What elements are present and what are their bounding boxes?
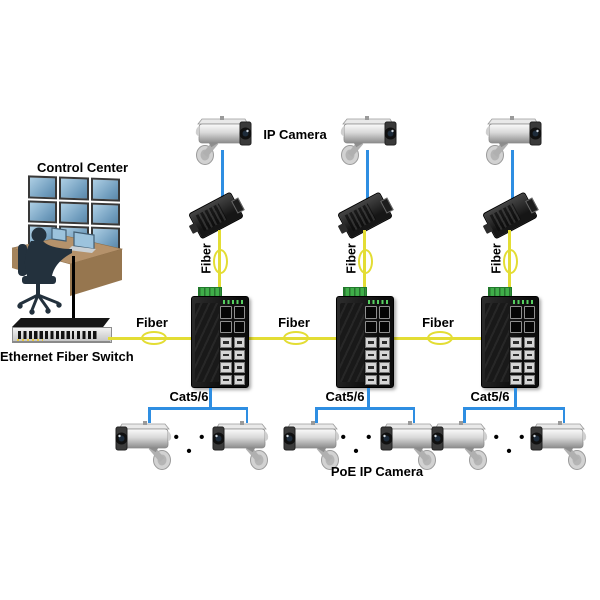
fiber-label: Fiber [489, 243, 504, 274]
fiber-label: Fiber [199, 243, 214, 274]
video-wall-monitor [28, 200, 58, 224]
switch-body [481, 296, 539, 388]
ip-camera [337, 115, 401, 167]
control-center-label: Control Center [37, 160, 128, 175]
more-cameras-dots: • • • [340, 429, 380, 460]
cat5-drop-line [148, 407, 151, 423]
ethernet-drop-line [221, 150, 224, 202]
rj45-port-grid [365, 337, 390, 385]
more-cameras-dots: • • • [493, 429, 533, 460]
switch-port-row [18, 331, 74, 339]
fiber-coil-icon [213, 249, 228, 274]
fiber-label: Fiber [344, 243, 359, 274]
switch-uplink-ports [77, 331, 97, 339]
fiber-label: Fiber [278, 315, 310, 330]
cat5-bracket-line [463, 407, 565, 410]
ethernet-drop-line [511, 150, 514, 202]
industrial-poe-switch [336, 287, 394, 388]
switch-chassis-top [12, 318, 110, 327]
converter-vents [489, 203, 522, 232]
fiber-coil-icon [427, 331, 453, 345]
cat5-drop-line [315, 407, 318, 423]
switch-vent-panel [340, 303, 364, 382]
cat5-feed-line [514, 388, 517, 408]
video-wall-monitor [59, 176, 89, 201]
converter-vents [344, 203, 377, 232]
industrial-poe-switch [191, 287, 249, 388]
video-wall-monitor [90, 177, 120, 202]
poe-ip-camera [208, 420, 272, 472]
fiber-coil-icon [503, 249, 518, 274]
fiber-label: Fiber [136, 315, 168, 330]
cat5-label: Cat5/6 [169, 389, 209, 404]
fiber-coil-icon [283, 331, 309, 345]
ip-camera-label: IP Camera [263, 127, 327, 142]
switch-vent-panel [485, 303, 509, 382]
rj45-port-grid [220, 337, 245, 385]
ethernet-fiber-switch [12, 318, 112, 344]
ethernet-fiber-switch-label: Ethernet Fiber Switch [0, 349, 134, 364]
switch-body [191, 296, 249, 388]
ip-camera [482, 115, 546, 167]
industrial-poe-switch [481, 287, 539, 388]
switch-led-row [223, 300, 243, 304]
poe-ip-camera [111, 420, 175, 472]
fiber-coil-icon [141, 331, 167, 345]
sfp-port-grid [220, 306, 245, 333]
switch-led-row [368, 300, 388, 304]
more-cameras-dots: • • • [173, 429, 213, 460]
cat5-label: Cat5/6 [325, 389, 365, 404]
sfp-port-grid [510, 306, 535, 333]
switch-body [336, 296, 394, 388]
rj45-port-grid [510, 337, 535, 385]
cat5-feed-line [367, 388, 370, 408]
ethernet-drop-line [366, 150, 369, 202]
switch-led-row [513, 300, 533, 304]
operator-at-desk [11, 227, 124, 315]
converter-vents [195, 203, 228, 232]
cat5-drop-line [245, 407, 248, 423]
cat5-bracket-line [148, 407, 248, 410]
cat5-bracket-line [315, 407, 415, 410]
cat5-drop-line [463, 407, 466, 423]
switch-chassis-base [12, 341, 110, 343]
fiber-media-converter [188, 191, 244, 240]
poe-ip-camera-label: PoE IP Camera [330, 464, 424, 479]
video-wall-monitor [28, 175, 58, 200]
uplink-cable-line [72, 256, 75, 322]
cat5-drop-line [412, 407, 415, 423]
cat5-drop-line [562, 407, 565, 423]
sfp-port-grid [365, 306, 390, 333]
ip-camera [192, 115, 256, 167]
switch-vent-panel [195, 303, 219, 382]
poe-ip-camera [427, 420, 491, 472]
fiber-label: Fiber [422, 315, 454, 330]
cat5-feed-line [209, 388, 212, 408]
switch-led-row [17, 339, 43, 341]
cat5-label: Cat5/6 [470, 389, 510, 404]
fiber-coil-icon [358, 249, 373, 274]
